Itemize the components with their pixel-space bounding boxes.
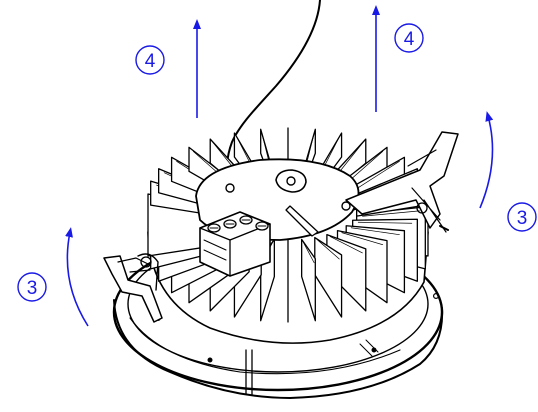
heat-sink-fin (301, 238, 316, 322)
heat-sink-fin-edge (341, 232, 384, 246)
rotate-arc-left (65, 227, 89, 327)
heat-sink-fin-edge (362, 210, 420, 217)
callout-rotate-right: 3 (507, 202, 537, 232)
callout-number: 3 (27, 278, 38, 299)
heat-sink-fin-edge (329, 236, 363, 254)
callouts: 4 4 3 3 (17, 5, 537, 327)
heat-sink-fin-edge (316, 239, 340, 260)
spring-clip-left (103, 253, 163, 323)
heat-sink-fin-edge (302, 241, 315, 264)
callout-number: 3 (517, 208, 528, 229)
heat-sink-fin-edge (350, 160, 400, 193)
callout-lift-right: 4 (394, 23, 424, 53)
callout-lift-left: 4 (135, 45, 165, 75)
spring-clip-right (345, 131, 459, 233)
terminal-block (199, 211, 271, 277)
callout-rotate-left: 3 (17, 272, 47, 302)
rotate-arc-right (479, 111, 494, 209)
downlight-fixture (103, 0, 459, 399)
callout-number: 4 (404, 29, 415, 50)
heat-sink-fin-edge (357, 221, 413, 224)
heat-sink-fin-edge (350, 227, 400, 236)
callout-number: 4 (145, 51, 156, 72)
terminal-screws (207, 215, 269, 233)
